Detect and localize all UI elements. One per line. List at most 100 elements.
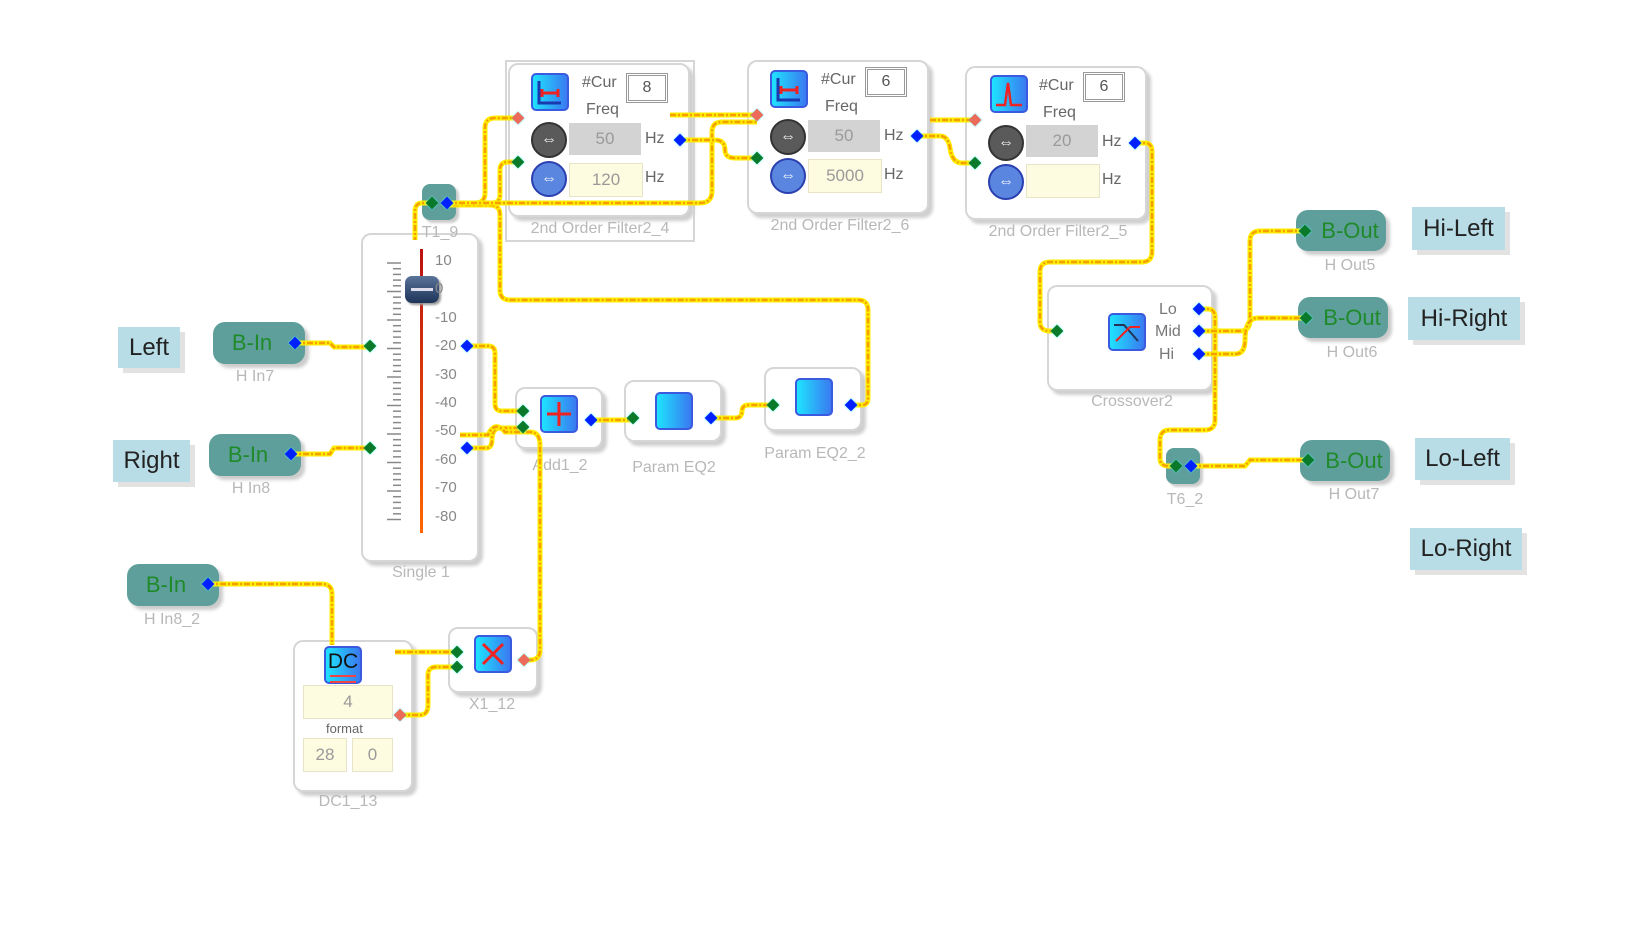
freq-field-2[interactable]: 5000 [808, 159, 882, 193]
scale-label: -10 [435, 308, 457, 326]
freq-field-2[interactable]: 120 [569, 163, 643, 197]
volume-slider-block[interactable]: 10 0 -10 -20 -30 -40 -50 -60 -70 -80 [361, 233, 479, 562]
scale-label: -60 [435, 450, 457, 468]
frequency-knob[interactable]: ⇔ [988, 125, 1024, 161]
block-name: Param EQ2 [632, 459, 716, 476]
output-block-h-out7[interactable]: B-Out [1300, 440, 1390, 481]
scale-label: -70 [435, 479, 457, 497]
block-name: 2nd Order Filter2_6 [770, 217, 910, 234]
label-left: Left [118, 327, 180, 368]
unit-label: Hz [645, 130, 665, 147]
notch-filter-icon [531, 73, 569, 111]
scale-label: -50 [435, 422, 457, 440]
slider-tick-marks [387, 262, 401, 521]
cur-index-field[interactable]: 6 [865, 67, 907, 97]
filter-block-2-4[interactable]: #Cur 8 Freq ⇔ 50 Hz ⇔ 120 Hz [508, 63, 690, 217]
cur-label: #Cur [582, 74, 617, 91]
scale-label: -30 [435, 365, 457, 383]
cur-label: #Cur [1039, 77, 1074, 94]
block-name: Single 1 [392, 564, 450, 581]
cur-index-field[interactable]: 8 [626, 73, 668, 103]
block-name: H Out6 [1326, 344, 1378, 361]
block-name: H In8 [231, 480, 271, 497]
format-field-a[interactable]: 28 [303, 738, 347, 772]
output-label: B-Out [1325, 447, 1383, 473]
frequency-knob[interactable]: ⇔ [531, 161, 567, 197]
wire[interactable] [291, 445, 370, 457]
block-name: Crossover2 [1091, 393, 1173, 410]
cur-label: #Cur [821, 71, 856, 88]
block-name: H In8_2 [143, 611, 201, 628]
unit-label: Hz [884, 127, 904, 144]
scale-label: 0 [435, 280, 444, 298]
input-label: B-In [227, 442, 269, 467]
frequency-knob[interactable]: ⇔ [770, 119, 806, 155]
scale-label: 10 [435, 252, 452, 269]
output-label: B-Out [1321, 217, 1379, 243]
output-hi-label: Hi [1159, 346, 1175, 363]
label-lo-right: Lo-Right [1410, 528, 1522, 570]
crossover-icon [1108, 313, 1146, 351]
scale-label: -20 [435, 337, 457, 355]
scale-label: -40 [435, 394, 457, 411]
freq-field-2[interactable] [1026, 164, 1100, 198]
filter-block-2-5[interactable]: #Cur 6 Freq ⇔ 20 Hz ⇔ Hz [965, 66, 1147, 220]
block-name: X1_12 [468, 696, 516, 713]
crossover-block[interactable]: Lo Mid Hi [1047, 285, 1213, 391]
dc-icon-text: DC [327, 650, 359, 673]
block-name: H Out7 [1328, 486, 1380, 503]
wire[interactable] [1199, 315, 1306, 357]
freq-field-1[interactable]: 50 [808, 120, 880, 152]
wire[interactable] [1199, 228, 1305, 334]
peak-filter-icon [990, 75, 1028, 113]
block-name: Add1_2 [532, 457, 588, 474]
freq-label: Freq [586, 101, 619, 118]
freq-field-1[interactable]: 20 [1026, 125, 1098, 157]
output-block-h-out6[interactable]: B-Out [1298, 297, 1388, 338]
label-hi-right: Hi-Right [1408, 297, 1520, 340]
block-name: H Out5 [1324, 257, 1376, 274]
label-lo-left: Lo-Left [1415, 438, 1510, 480]
slider-thumb[interactable] [405, 276, 439, 303]
format-label: format [326, 721, 363, 736]
thumb-grip [411, 288, 433, 291]
block-name: T6_2 [1166, 491, 1204, 508]
output-label: B-Out [1323, 304, 1381, 330]
output-lo-label: Lo [1159, 301, 1177, 318]
input-label: B-In [145, 572, 187, 597]
output-mid-label: Mid [1155, 323, 1181, 340]
unit-label: Hz [1102, 133, 1122, 150]
slider-track[interactable] [420, 249, 423, 533]
scale-label: -80 [435, 507, 457, 525]
label-hi-left: Hi-Left [1412, 207, 1505, 250]
dc-source-block[interactable]: DC 4 format 28 0 [293, 640, 413, 792]
plus-icon [540, 395, 578, 433]
frequency-knob[interactable]: ⇔ [531, 122, 567, 158]
unit-label: Hz [884, 166, 904, 183]
eq-icon [655, 392, 693, 430]
frequency-knob[interactable]: ⇔ [988, 164, 1024, 200]
param-eq-block-2[interactable] [764, 367, 862, 431]
param-eq-block-1[interactable] [624, 380, 722, 442]
dc-icon: DC [324, 646, 362, 684]
freq-field-1[interactable]: 50 [569, 123, 641, 155]
block-name: 2nd Order Filter2_4 [530, 220, 670, 237]
wire[interactable] [1191, 457, 1308, 469]
unit-label: Hz [645, 169, 665, 186]
frequency-knob[interactable]: ⇔ [770, 158, 806, 194]
notch-filter-icon [770, 70, 808, 108]
label-right: Right [113, 440, 190, 482]
block-name: Param EQ2_2 [764, 445, 866, 462]
dc-value-field[interactable]: 4 [303, 685, 393, 719]
wire[interactable] [208, 581, 335, 645]
input-block-h-in7[interactable]: B-In [213, 322, 305, 364]
freq-label: Freq [825, 98, 858, 115]
input-label: B-In [231, 330, 273, 355]
unit-label: Hz [1102, 171, 1122, 188]
filter-block-2-6[interactable]: #Cur 6 Freq ⇔ 50 Hz ⇔ 5000 Hz [747, 60, 929, 214]
block-name: H In7 [235, 368, 275, 385]
format-field-b[interactable]: 0 [352, 738, 393, 772]
cur-index-field[interactable]: 6 [1083, 72, 1125, 102]
wire[interactable] [295, 340, 370, 350]
block-name: DC1_13 [318, 793, 378, 810]
